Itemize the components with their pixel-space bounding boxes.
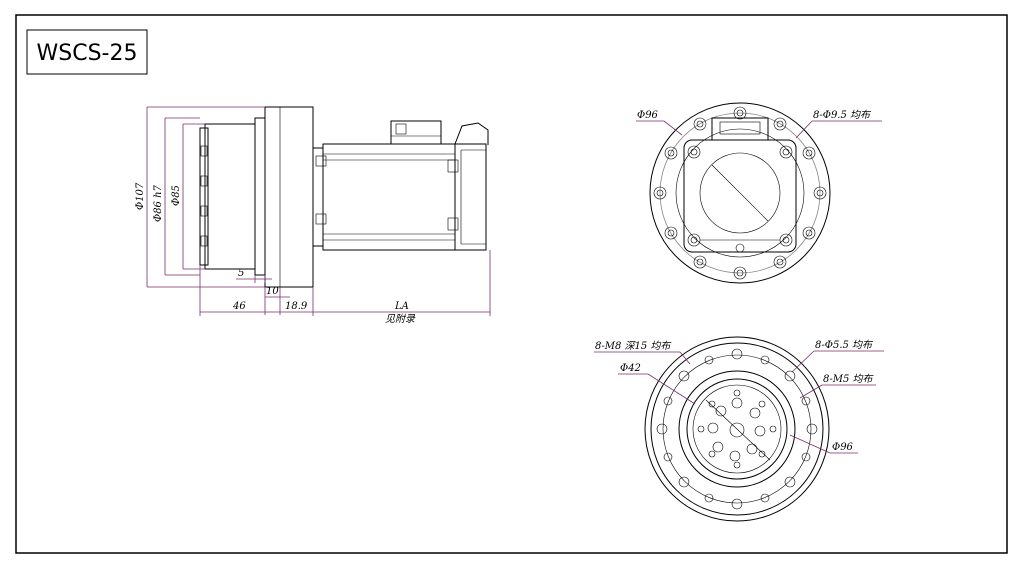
dim-10: 10 xyxy=(266,286,279,297)
dim-18-9: 18.9 xyxy=(285,301,308,312)
dim-la: LA xyxy=(394,301,409,312)
drawing-frame xyxy=(15,14,1008,554)
title-box xyxy=(26,29,148,75)
dim-la-note: 见附录 xyxy=(385,313,416,325)
dim-phi85: Φ85 xyxy=(171,185,182,206)
dim-5: 5 xyxy=(238,268,244,279)
model-title: WSCS-25 xyxy=(37,41,138,66)
dim-phi107: Φ107 xyxy=(135,182,146,210)
side-view: Φ107 Φ86 h7 Φ85 5 10 46 18.9 LA 见附录 xyxy=(135,106,491,325)
front-phi5-5: 8-Φ5.5 均布 xyxy=(815,339,874,351)
dim-phi86h7: Φ86 h7 xyxy=(153,184,164,222)
rear-view: Φ96 8-Φ9.5 均布 xyxy=(636,102,882,284)
front-phi96: Φ96 xyxy=(832,442,854,453)
dim-46: 46 xyxy=(232,301,246,312)
front-m5: 8-M5 均布 xyxy=(823,373,875,385)
front-view: 8-M8 深15 均布 Φ42 8-Φ5.5 均布 8-M5 均布 Φ96 xyxy=(594,336,884,522)
rear-phi96: Φ96 xyxy=(637,110,659,121)
front-m8: 8-M8 深15 均布 xyxy=(595,340,672,352)
front-phi42: Φ42 xyxy=(620,363,641,374)
rear-holes: 8-Φ9.5 均布 xyxy=(813,109,872,121)
